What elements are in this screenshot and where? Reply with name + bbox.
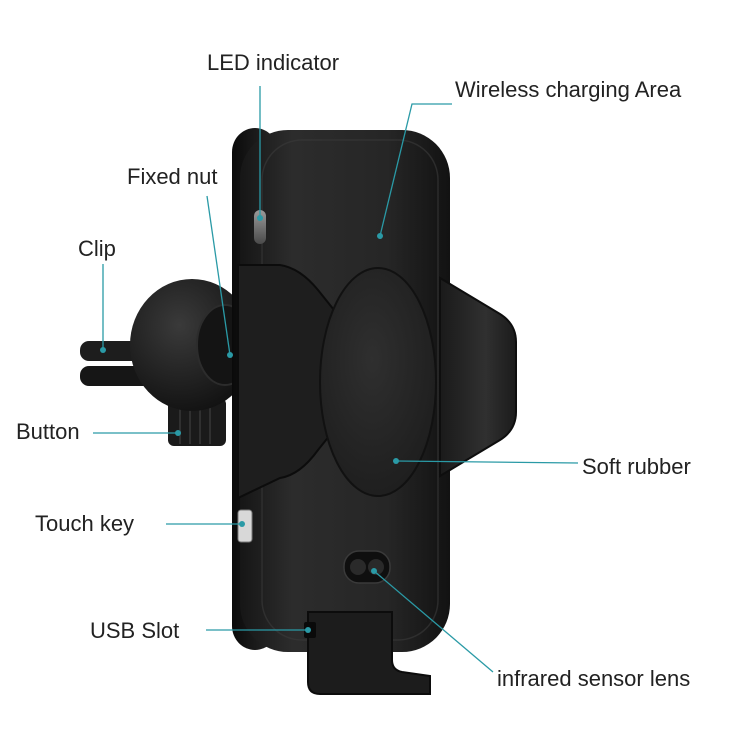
callout-touch-key: Touch key xyxy=(35,511,135,536)
leader-fixed-nut-dot xyxy=(227,352,233,358)
leader-led-indicator-dot xyxy=(257,215,263,221)
callout-usb-slot: USB Slot xyxy=(90,618,180,643)
callout-fixed-nut: Fixed nut xyxy=(127,164,218,189)
callout-soft-rubber: Soft rubber xyxy=(582,454,691,479)
leader-infrared-sensor-lens xyxy=(373,570,494,673)
leader-clip-dot xyxy=(100,347,106,353)
leader-wireless-charging-area xyxy=(379,103,452,237)
touch-key-pad xyxy=(237,509,253,543)
callout-infrared-sensor-lens: infrared sensor lens xyxy=(497,666,691,691)
callout-wireless-charging-area: Wireless charging Area xyxy=(455,77,682,102)
clip-grip-ridges xyxy=(179,402,211,444)
leader-soft-rubber-dot xyxy=(393,458,399,464)
leader-soft-rubber xyxy=(395,460,579,464)
leader-button-dot xyxy=(175,430,181,436)
led-indicator-light xyxy=(254,210,266,244)
leader-lines xyxy=(93,86,579,673)
leader-touch-key-dot xyxy=(239,521,245,527)
callout-led-indicator: LED indicator xyxy=(207,50,340,75)
callout-clip: Clip xyxy=(78,236,116,261)
callout-button: Button xyxy=(16,419,80,444)
bottom-support-foot xyxy=(307,611,431,695)
wireless-charging-pad xyxy=(319,267,437,497)
leader-usb-slot-dot xyxy=(305,627,311,633)
leader-wireless-charging-area-dot xyxy=(377,233,383,239)
leader-infrared-sensor-lens-dot xyxy=(371,568,377,574)
right-side-arm xyxy=(439,276,517,478)
leader-fixed-nut xyxy=(206,195,231,356)
infrared-lens-left xyxy=(350,559,366,575)
